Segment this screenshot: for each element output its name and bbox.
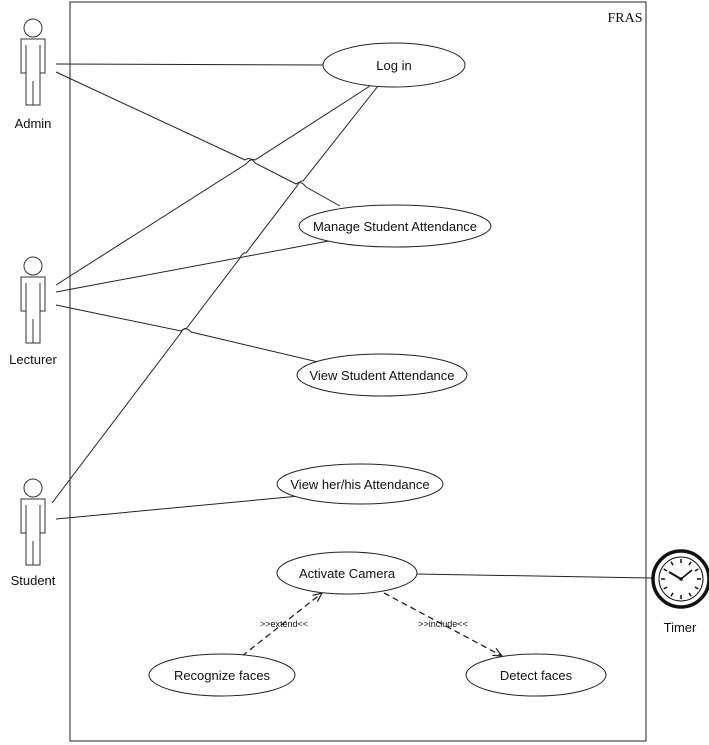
usecase-activate-camera: Activate Camera (276, 551, 418, 595)
assoc-camera-timer (415, 573, 653, 579)
usecase-detect-faces: Detect faces (465, 653, 607, 697)
assoc-lecturer-login (55, 85, 371, 286)
actor-admin: Admin (15, 18, 52, 131)
usecase-login: Log in (322, 42, 466, 88)
svg-text:Activate Camera: Activate Camera (299, 566, 396, 581)
svg-text:Timer: Timer (664, 620, 697, 635)
assoc-student-login (51, 85, 379, 504)
svg-text:Log in: Log in (376, 58, 411, 73)
actor-student: Student (11, 478, 56, 588)
svg-text:Lecturer: Lecturer (9, 352, 57, 367)
svg-text:Detect faces: Detect faces (500, 668, 573, 683)
actor-timer: Timer (651, 549, 709, 635)
svg-text:Manage Student Attendance: Manage Student Attendance (313, 219, 477, 234)
assoc-lecturer-view (55, 304, 319, 363)
usecase-view-attendance: View Student Attendance (296, 353, 468, 397)
extend-label: >>extend<< (260, 619, 308, 629)
usecase-view-own-attendance: View her/his Attendance (276, 463, 444, 505)
include-relation (383, 592, 502, 656)
include-label: >>include<< (418, 619, 468, 629)
assoc-student-own (55, 494, 311, 520)
assoc-admin-login (55, 63, 325, 66)
system-boundary (69, 1, 647, 742)
usecase-manage-attendance: Manage Student Attendance (298, 204, 492, 248)
system-title: FRAS (607, 11, 642, 26)
svg-text:Admin: Admin (15, 116, 52, 131)
svg-text:View her/his Attendance: View her/his Attendance (290, 477, 429, 492)
svg-text:View Student Attendance: View Student Attendance (309, 368, 454, 383)
actor-lecturer: Lecturer (9, 256, 58, 367)
clock-icon (651, 549, 709, 609)
svg-text:Student: Student (11, 573, 56, 588)
assoc-lecturer-manage (55, 239, 335, 293)
assoc-admin-manage (55, 71, 341, 207)
svg-text:Recognize faces: Recognize faces (174, 668, 271, 683)
usecase-recognize-faces: Recognize faces (148, 653, 296, 697)
extend-relation (241, 593, 322, 657)
